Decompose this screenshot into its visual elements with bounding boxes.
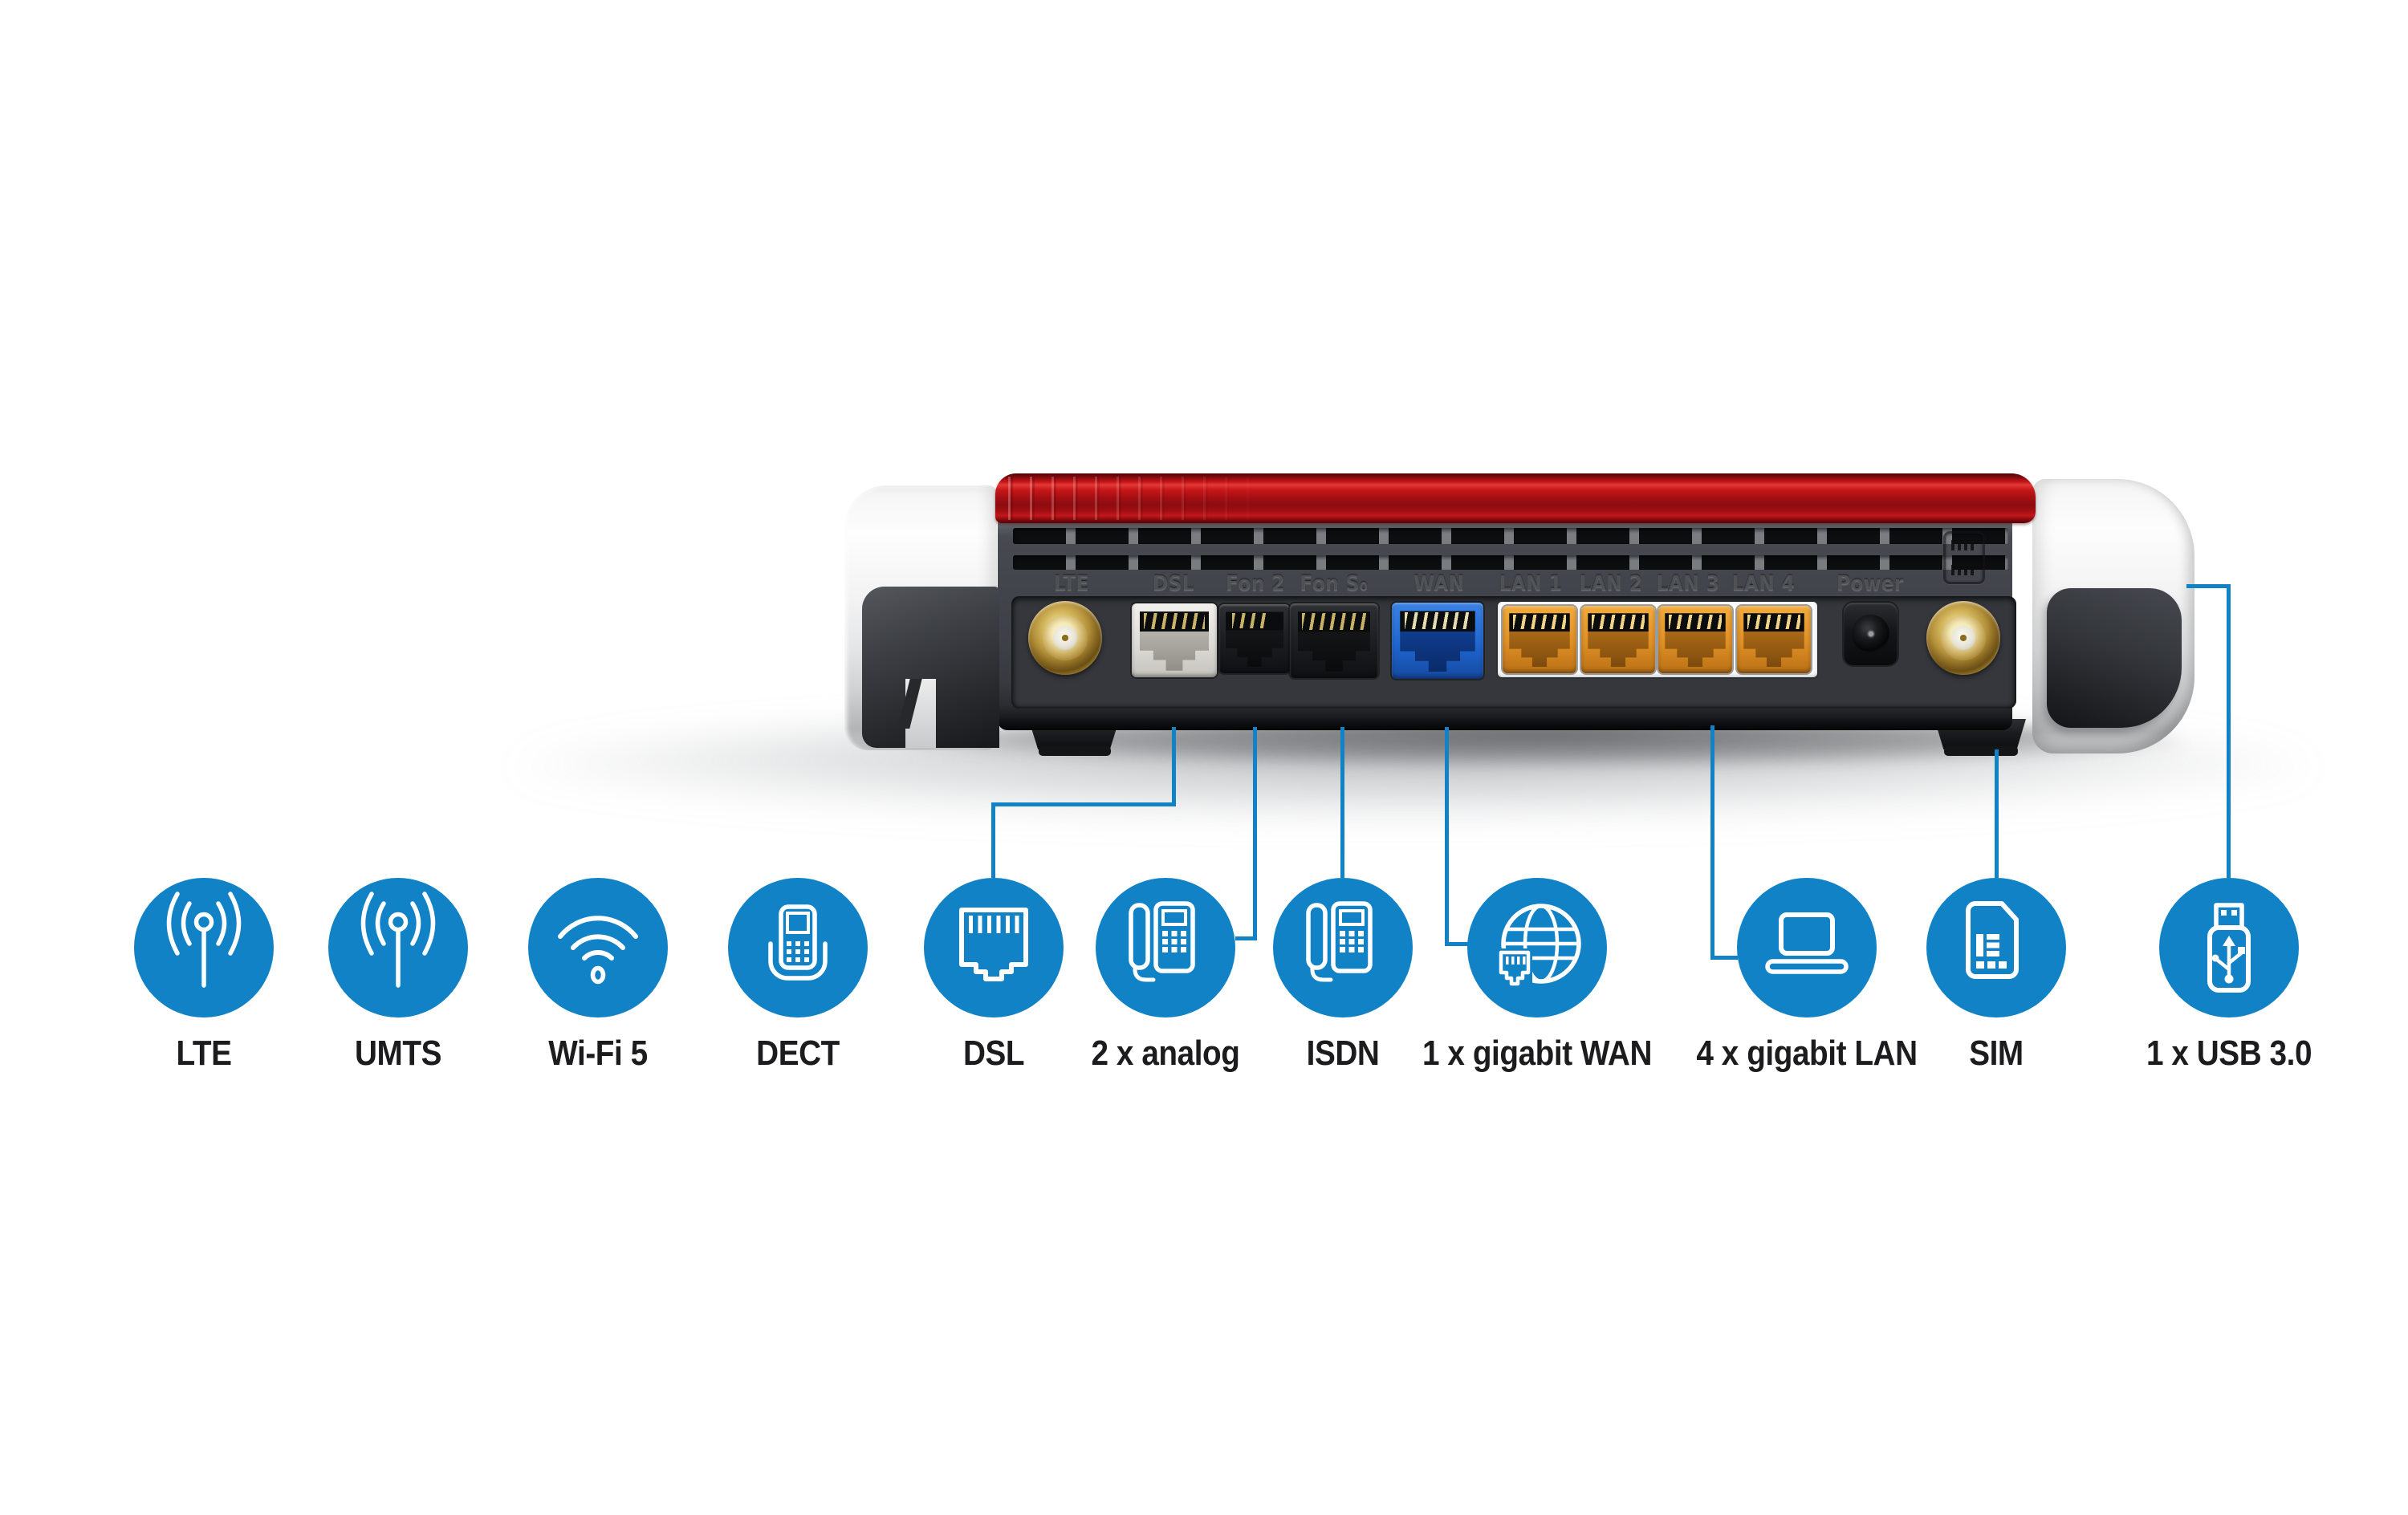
legend-icon-analog <box>1096 878 1235 1017</box>
legend-label-umts: UMTS <box>355 1034 441 1073</box>
desk-phone-icon <box>1306 901 1373 982</box>
lan-line-h <box>1712 956 1738 960</box>
lan3-port <box>1658 606 1732 673</box>
legend-icon-lan <box>1737 878 1877 1017</box>
port-label-fons0: Fon S₀ <box>1300 571 1369 596</box>
lan2-port <box>1581 606 1655 673</box>
legend-icon-umts <box>328 878 468 1017</box>
dsl-line-v2 <box>991 802 995 878</box>
usb-line-h <box>2186 584 2231 588</box>
legend-icon-isdn <box>1273 878 1413 1017</box>
legend-label-sim: SIM <box>1969 1034 2024 1073</box>
port-label-lan1: LAN 1 <box>1499 571 1563 596</box>
router-red-top <box>995 473 2036 523</box>
port-label-dsl: DSL <box>1152 571 1195 596</box>
rj45-jack-icon <box>959 908 1028 981</box>
dsl-line-h <box>991 802 1176 806</box>
isdn-line-v <box>1340 727 1344 878</box>
router-foot-pad-left <box>1039 746 1111 756</box>
legend-icon-wifi <box>528 878 668 1017</box>
usb-line-v <box>2227 584 2231 878</box>
legend-label-wifi5: Wi-Fi 5 <box>548 1034 648 1073</box>
legend-label-lte: LTE <box>176 1034 232 1073</box>
usb-stick-icon <box>2207 903 2251 993</box>
vent-row-bottom <box>1013 555 2008 570</box>
port-label-fon2: Fon 2 <box>1226 571 1285 596</box>
legend-label-lan: 4 x gigabit LAN <box>1696 1034 1918 1073</box>
lte-antenna-connector <box>1028 601 1102 675</box>
lan-line-v <box>1710 725 1714 960</box>
cordless-phone-icon <box>768 904 828 981</box>
legend-label-dect: DECT <box>756 1034 840 1073</box>
router-side-right <box>2047 588 2182 728</box>
port-label-lan3: LAN 3 <box>1656 571 1720 596</box>
port-label-lte: LTE <box>1054 571 1089 596</box>
antenna-icon <box>166 892 242 988</box>
lan-port-frame <box>1498 602 1817 677</box>
desk-phone-icon <box>1129 901 1195 982</box>
wan-line-v <box>1445 727 1449 946</box>
sim-line-v <box>1995 749 1999 878</box>
port-label-lan2: LAN 2 <box>1579 571 1643 596</box>
dsl-line-v1 <box>1172 727 1176 806</box>
antenna-icon <box>360 892 436 988</box>
analog-line-h <box>1235 936 1257 940</box>
legend-icon-wan <box>1467 878 1607 1017</box>
globe-icon <box>1494 904 1581 990</box>
legend-label-isdn: ISDN <box>1306 1034 1380 1073</box>
legend-icon-dsl <box>924 878 1064 1017</box>
legend-icon-sim <box>1926 878 2066 1017</box>
analog-line-v <box>1253 727 1257 940</box>
legend-label-wan: 1 x gigabit WAN <box>1422 1034 1652 1073</box>
port-label-power: Power <box>1837 571 1904 596</box>
legend-icon-usb <box>2159 878 2299 1017</box>
wan-port <box>1392 603 1483 679</box>
power-jack <box>1844 603 1898 665</box>
port-label-lan4: LAN 4 <box>1731 571 1796 596</box>
router-foot-pad-right <box>1944 746 2018 756</box>
right-antenna-connector <box>1926 601 2000 675</box>
laptop-icon <box>1765 912 1849 974</box>
legend-icon-dect <box>728 878 868 1017</box>
legend-label-dsl: DSL <box>962 1034 1025 1073</box>
sim-slot-emboss-icon <box>1943 531 1985 584</box>
legend-label-analog: 2 x analog <box>1091 1034 1240 1073</box>
wifi-icon <box>558 916 638 985</box>
port-label-wan: WAN <box>1413 571 1465 596</box>
dsl-port <box>1132 603 1217 677</box>
fon2-port <box>1219 604 1290 673</box>
legend-label-usb: 1 x USB 3.0 <box>2146 1034 2312 1073</box>
lan4-port <box>1737 606 1811 673</box>
sim-card-icon <box>1966 901 2019 979</box>
fon-s0-port <box>1290 603 1378 678</box>
lan1-port <box>1503 606 1576 673</box>
wan-line-h <box>1447 942 1468 946</box>
vent-row-top <box>1013 528 2008 544</box>
legend-icon-lte <box>134 878 274 1017</box>
